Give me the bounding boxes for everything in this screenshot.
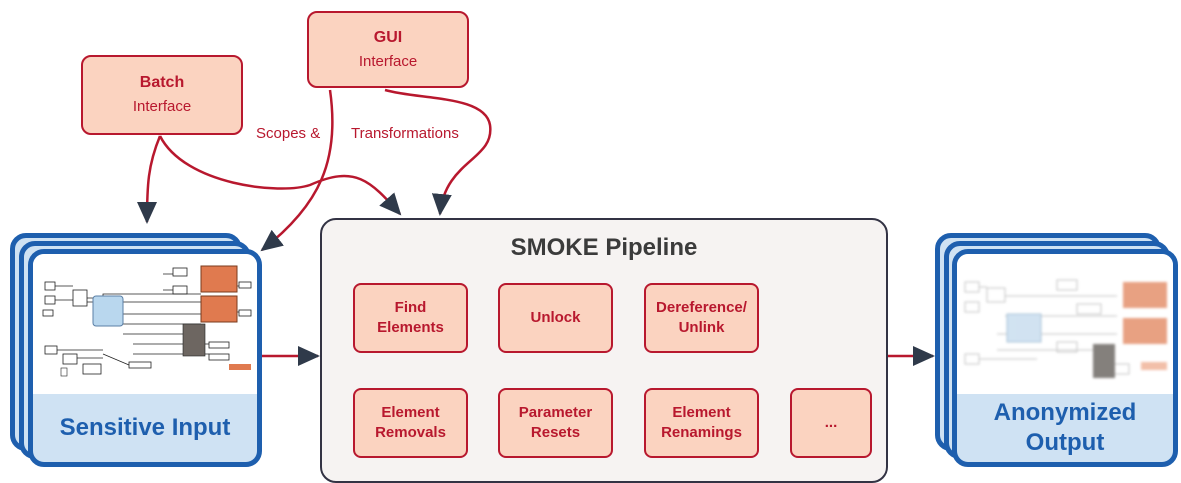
output-model-thumbnail [957, 254, 1173, 394]
step-element-renamings: Element Renamings [644, 388, 759, 458]
input-model-thumbnail [33, 254, 257, 394]
gui-to-input-arrow [260, 89, 334, 252]
anonymized-output-card: Anonymized Output [952, 249, 1178, 467]
step-label: Parameter Resets [518, 404, 593, 441]
step-label: Find Elements [377, 299, 444, 336]
gui-interface-subtitle: Interface [358, 52, 418, 70]
sensitive-input-caption: Sensitive Input [59, 414, 231, 441]
step-label: Element Removals [375, 404, 446, 441]
sensitive-input-card: Sensitive Input [28, 249, 262, 467]
pipeline-title: SMOKE Pipeline [510, 234, 698, 261]
step-label: Unlock [530, 309, 581, 326]
batch-interface-box: Batch Interface [81, 55, 243, 135]
step-element-removals: Element Removals [353, 388, 468, 458]
scopes-label: Scopes & [256, 125, 321, 142]
step-parameter-resets: Parameter Resets [498, 388, 613, 458]
step-dereference-unlink: Dereference/ Unlink [644, 283, 759, 353]
batch-to-input-arrow [137, 135, 162, 224]
anonymized-output-caption: Anonymized Output [993, 399, 1137, 456]
step-label: Dereference/ Unlink [656, 299, 747, 336]
step-more: ... [790, 388, 872, 458]
gui-to-pipeline-arrow [384, 88, 492, 216]
transformations-label: Transformations [351, 125, 459, 142]
step-unlock: Unlock [498, 283, 613, 353]
gui-interface-title: GUI [373, 28, 403, 46]
batch-interface-subtitle: Interface [132, 98, 192, 115]
step-label: Element Renamings [661, 404, 742, 441]
batch-interface-title: Batch [139, 74, 185, 91]
step-find-elements: Find Elements [353, 283, 468, 353]
step-label: ... [824, 414, 838, 431]
batch-to-pipeline-arrow [158, 135, 402, 216]
gui-interface-box: GUI Interface [307, 11, 469, 88]
